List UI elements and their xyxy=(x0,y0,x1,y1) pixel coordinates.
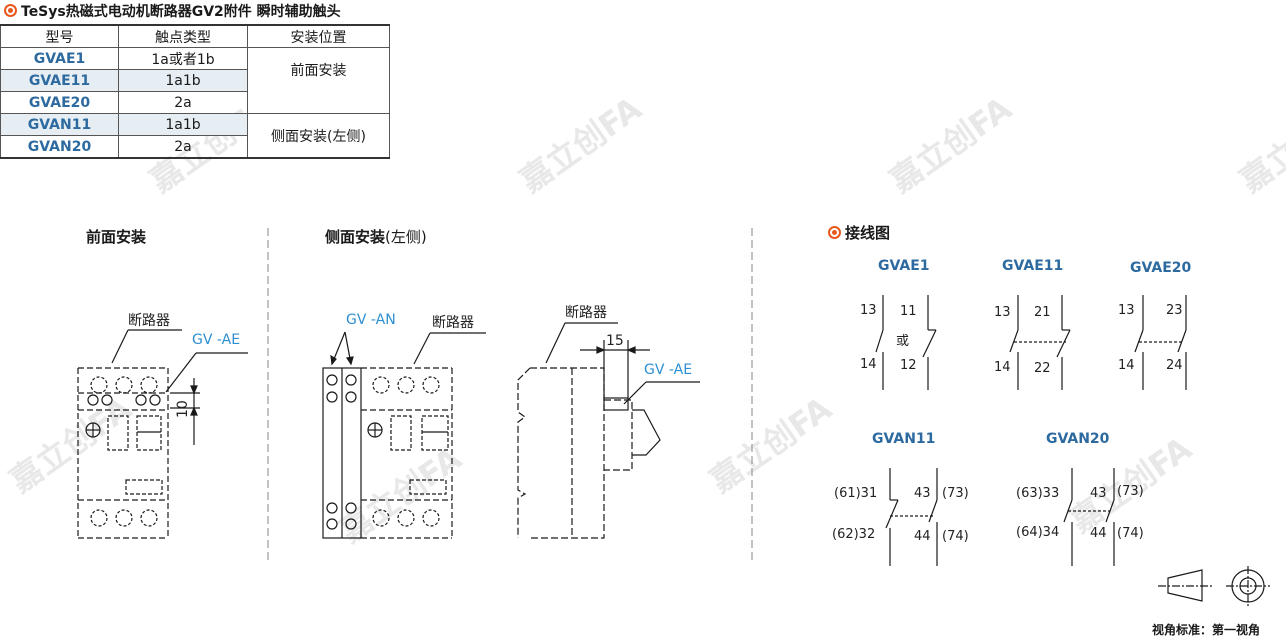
terminal-label: 13 xyxy=(860,303,877,318)
wiring-gvae20 xyxy=(1134,295,1187,390)
terminal-label: 14 xyxy=(994,360,1011,375)
spec-table: 型号 触点类型 安装位置 GVAE1 1a或者1b 前面安装 GVAE11 1a… xyxy=(0,24,390,159)
bullet-icon xyxy=(4,4,17,17)
model-cell: GVAE1 xyxy=(0,47,119,70)
terminal-label: (74) xyxy=(1117,526,1144,541)
terminal-label: 24 xyxy=(1166,358,1183,373)
table-row: GVAN20 2a xyxy=(0,135,390,159)
table-row: GVAE20 2a xyxy=(0,91,390,114)
terminal-label: 44 xyxy=(1090,526,1107,541)
wiring-title: 接线图 xyxy=(828,222,890,243)
wiring-name: GVAE20 xyxy=(1130,260,1192,276)
contact-cell: 2a xyxy=(118,135,248,159)
page-title: TeSys热磁式电动机断路器GV2附件 瞬时辅助触头 xyxy=(4,1,341,21)
wiring-gvae1 xyxy=(875,295,937,390)
dimension-10: 10 xyxy=(175,400,191,418)
dimension-15: 15 xyxy=(606,333,624,349)
contact-cell: 1a1b xyxy=(118,69,248,92)
terminal-label: 14 xyxy=(860,357,877,372)
wiring-gvan20 xyxy=(1063,468,1115,566)
projection-standard: 视角标准：第一视角 xyxy=(1152,623,1261,637)
terminal-label: 22 xyxy=(1034,361,1051,376)
table-row: GVAN11 1a1b 侧面安装(左侧) xyxy=(0,113,390,159)
projection-symbol xyxy=(1158,566,1270,606)
terminal-label: (63)33 xyxy=(1016,486,1060,501)
side-breaker-drawing xyxy=(322,331,486,539)
terminal-label: 13 xyxy=(1118,303,1135,318)
wiring-gvae11 xyxy=(1009,295,1071,390)
terminal-label: (74) xyxy=(942,529,969,544)
breaker-label: 断路器 xyxy=(128,313,170,329)
breaker-label: 断路器 xyxy=(432,315,474,331)
side-mount-title: 侧面安装(左侧) xyxy=(325,228,427,246)
terminal-label: (73) xyxy=(1117,484,1144,499)
mount-cell: 前面安装 xyxy=(247,47,390,114)
terminal-label: 11 xyxy=(900,304,917,319)
terminal-label: (62)32 xyxy=(832,527,876,542)
model-cell: GVAE11 xyxy=(0,69,119,92)
terminal-label: (61)31 xyxy=(834,486,878,501)
gv-ae-label: GV -AE xyxy=(192,332,241,348)
gv-ae-label: GV -AE xyxy=(644,362,693,378)
front-mount-title: 前面安装 xyxy=(86,228,147,246)
table-header: 触点类型 xyxy=(118,24,248,48)
table-header: 安装位置 xyxy=(247,24,390,48)
model-cell: GVAN11 xyxy=(0,113,119,136)
table-row: GVAE11 1a1b xyxy=(0,69,390,92)
terminal-label: 12 xyxy=(900,358,917,373)
wiring-gvan11 xyxy=(885,468,938,566)
wiring-name: GVAE1 xyxy=(878,258,930,274)
terminal-label: 或 xyxy=(896,334,910,349)
wiring-name: GVAN11 xyxy=(872,431,936,447)
terminal-label: (73) xyxy=(942,486,969,501)
profile-drawing xyxy=(517,322,700,539)
terminal-label: 14 xyxy=(1118,358,1135,373)
terminal-label: 44 xyxy=(914,529,931,544)
wiring-name: GVAN20 xyxy=(1046,431,1110,447)
terminal-label: 43 xyxy=(914,486,931,501)
terminal-label: 21 xyxy=(1034,305,1051,320)
wiring-name: GVAE11 xyxy=(1002,258,1064,274)
terminal-label: 23 xyxy=(1166,303,1183,318)
contact-cell: 1a1b xyxy=(118,113,248,136)
model-cell: GVAN20 xyxy=(0,135,119,159)
terminal-label: 43 xyxy=(1090,486,1107,501)
breaker-label: 断路器 xyxy=(565,305,607,321)
bullet-icon xyxy=(828,226,841,239)
gv-an-label: GV -AN xyxy=(346,312,396,328)
mount-cell: 侧面安装(左侧) xyxy=(247,113,390,159)
terminal-label: (64)34 xyxy=(1016,525,1060,540)
front-breaker-drawing xyxy=(77,329,248,539)
terminal-label: 13 xyxy=(994,305,1011,320)
